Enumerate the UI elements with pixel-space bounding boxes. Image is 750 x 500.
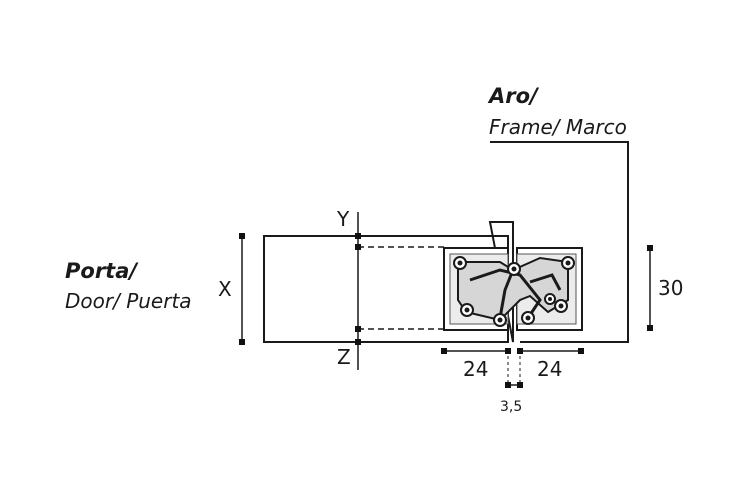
y-marker-top	[355, 233, 361, 239]
y-dimension-label: Y	[337, 207, 350, 231]
gap-marker-right	[517, 382, 523, 388]
door-outline	[263, 235, 509, 343]
frame-title: Aro/	[489, 84, 538, 108]
x-marker-top	[239, 233, 245, 239]
door-subtitle: Door/ Puerta	[65, 289, 192, 313]
gap-marker-left	[505, 382, 511, 388]
frame-depth-label: 30	[658, 276, 684, 300]
door-title: Porta/	[65, 259, 138, 283]
z-marker-top	[355, 326, 361, 332]
z-marker-bottom	[355, 339, 361, 345]
x-marker-bottom	[239, 339, 245, 345]
hinge-left-marker-a	[441, 348, 447, 354]
hinge-left-marker-b	[505, 348, 511, 354]
hinge-drawing	[443, 247, 583, 331]
frame-subtitle: Frame/ Marco	[489, 115, 627, 139]
x-dimension-label: X	[218, 277, 232, 301]
depth-marker-top	[647, 245, 653, 251]
y-marker-bottom	[355, 244, 361, 250]
depth-marker-bottom	[647, 325, 653, 331]
hinge-right-marker-b	[578, 348, 584, 354]
hinge-right-marker-a	[517, 348, 523, 354]
gap-label: 3,5	[500, 399, 523, 415]
hinge-left-label: 24	[463, 357, 489, 381]
hinge-right-label: 24	[537, 357, 563, 381]
z-dimension-label: Z	[337, 345, 351, 369]
